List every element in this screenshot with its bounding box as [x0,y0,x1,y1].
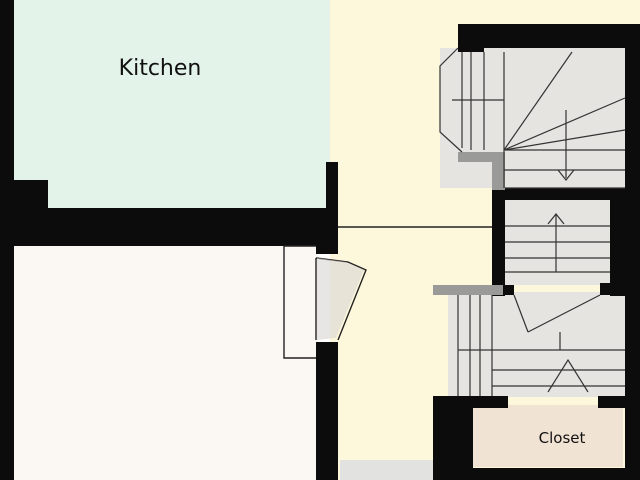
closet-floor [473,405,623,467]
bottom-landing-floor [340,460,435,480]
upper-stair-treads [439,47,626,189]
closet-top-wall-left [433,396,508,408]
door-swing [283,245,367,359]
lower-room-east-wall [316,342,338,480]
upper-stair-right-wall [625,24,640,200]
kitchen-east-wall [326,162,338,220]
upper-grey-ledge [458,152,504,162]
lower-room-floor [14,246,318,480]
middle-stair-right-wall [610,188,640,296]
lower-stair-right-wall [625,290,640,480]
closet-top-wall-right [598,396,640,408]
middle-stair-top-wall [492,188,640,200]
lower-stair-treads [457,294,625,396]
middle-stair-treads [505,213,610,273]
closet-left-wall [433,396,473,480]
stair-ledge-small [500,285,514,295]
kitchen-floor [14,0,330,212]
hall-pier [316,218,338,254]
closet-label: Closet [539,429,586,447]
upper-stair-floor [440,48,625,188]
upper-grey-post [492,152,505,190]
door-leaf [317,258,364,340]
upper-stair-top-wall [458,24,640,48]
kitchen-label: Kitchen [119,56,202,81]
closet-bottom-wall [433,468,640,480]
kitchen-corner-pier [14,180,48,210]
stair-spine-wall [492,188,505,296]
lower-stair-floor [448,292,625,397]
kitchen-south-wall [14,208,330,246]
upper-stair-left-wall [458,24,484,52]
left-outer-wall [0,0,14,480]
lower-grey-ledge [433,285,503,295]
